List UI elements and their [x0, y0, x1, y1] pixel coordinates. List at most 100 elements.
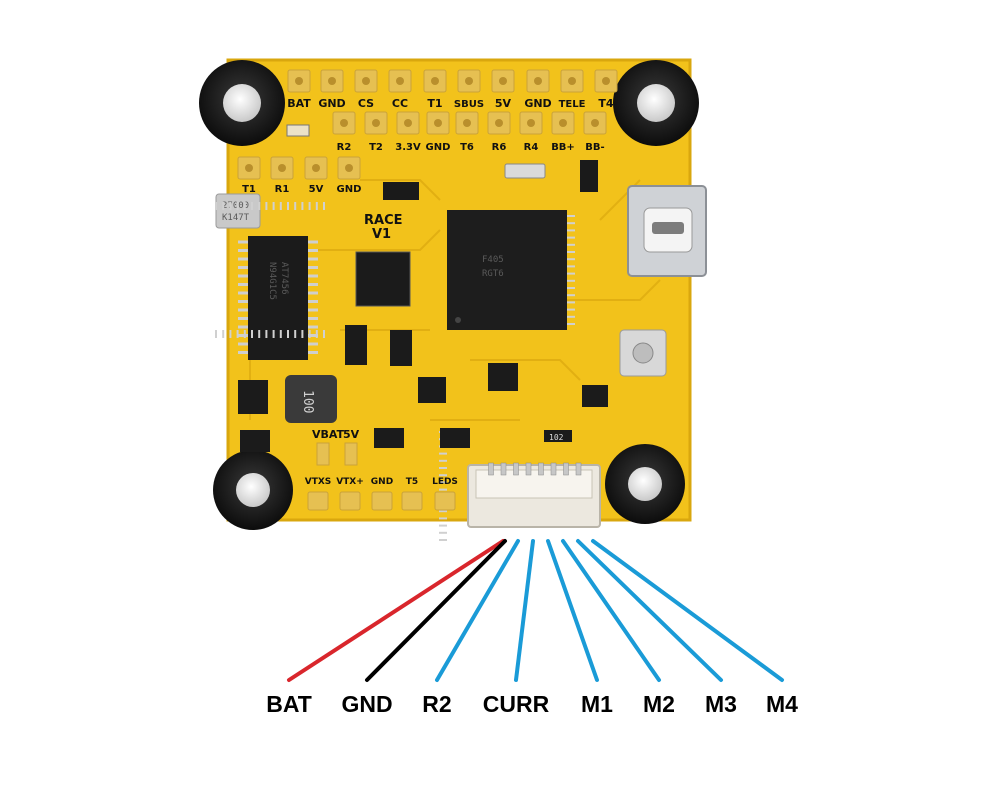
pin-label-curr: CURR [483, 691, 550, 717]
smd-resistor-102: 102 [544, 430, 572, 442]
diode-pack [580, 160, 598, 192]
transistor-2 [374, 428, 404, 448]
power-5v-label: 5V [343, 428, 360, 441]
second-pad-hole [463, 119, 471, 127]
connector-pin [538, 462, 544, 476]
top-pad-label: BAT [287, 97, 311, 110]
wire-m1 [546, 539, 599, 682]
connector-pin [513, 462, 519, 476]
mcu-chip: F405 RGT6 [215, 202, 575, 541]
uart1-pad-label: T1 [242, 184, 256, 195]
crystal-oscillator: 27000 K147T [215, 193, 261, 229]
transistor-1 [582, 385, 608, 407]
vtx-pad [434, 491, 456, 511]
second-pad-label: 3.3V [395, 142, 421, 153]
osd-marking-2: N94G1C5 [267, 262, 277, 300]
top-pad-hole [396, 77, 404, 85]
wire-curr [514, 539, 535, 682]
top-pad-hole [362, 77, 370, 85]
second-pad-label: GND [426, 142, 451, 153]
second-pad-hole [559, 119, 567, 127]
connector-pin [563, 462, 569, 476]
mount-hole-bottom-right [605, 444, 685, 524]
top-pad-hole [328, 77, 336, 85]
buck-chip [238, 380, 268, 414]
power-5v-pad [344, 442, 358, 466]
top-pad-hole [602, 77, 610, 85]
top-pad-hole [295, 77, 303, 85]
second-pad-label: BB- [585, 142, 604, 153]
mcu-marking-2: RGT6 [482, 269, 504, 279]
top-pad-row [287, 69, 618, 93]
top-pad-hole [499, 77, 507, 85]
power-inductor: 100 [285, 375, 337, 423]
wire-m4 [591, 539, 784, 682]
pin-label-bat: BAT [266, 691, 312, 717]
connector-pin [525, 462, 532, 476]
mount-hole-bottom-left [213, 450, 293, 530]
uart1-pad-hole [345, 164, 353, 172]
pin-label-m1: M1 [581, 691, 613, 717]
vtx-pad-row [307, 491, 456, 511]
connector-pin [488, 462, 494, 476]
osd-chip: AT7456 N94G1C5 [238, 236, 318, 360]
vtx-pad-label: VTX+ [336, 477, 364, 487]
smd-crystal-small [504, 163, 546, 179]
smd-resistor [286, 124, 310, 137]
board-name-line2: V1 [372, 227, 391, 242]
top-pad-hole [534, 77, 542, 85]
vtx-pad [307, 491, 329, 511]
osd-marking-1: AT7456 [279, 262, 289, 295]
second-pad-hole [591, 119, 599, 127]
mosfet-1 [345, 325, 367, 365]
second-pad-hole [404, 119, 412, 127]
second-pad-hole [340, 119, 348, 127]
esc-connector [467, 462, 601, 528]
top-pad-label: CC [392, 97, 408, 110]
vtx-pad-label: GND [371, 477, 393, 487]
second-pad-hole [527, 119, 535, 127]
ldo-regulator [383, 182, 419, 200]
mount-hole-top-left [199, 60, 285, 146]
pin-label-m3: M3 [705, 691, 737, 717]
top-pad-label: T1 [427, 97, 442, 110]
crystal-marking-1: 27000 [222, 201, 249, 211]
top-pad-label: T4 [598, 97, 614, 110]
vtx-pad-label: LEDS [432, 477, 458, 487]
gyro-chip [355, 251, 411, 307]
vtx-pad [401, 491, 423, 511]
connector-pin [550, 462, 557, 476]
mcu-marking-1: F405 [482, 255, 504, 265]
uart1-pad-hole [278, 164, 286, 172]
pin-label-m2: M2 [643, 691, 675, 717]
uart1-pad-hole [312, 164, 320, 172]
top-pad-label: 5V [495, 97, 512, 110]
second-pad-label: R6 [492, 142, 507, 153]
second-pad-label: R2 [337, 142, 352, 153]
board-name-line1: RACE [364, 213, 403, 228]
tvs-diode [240, 430, 270, 452]
vbat-label: VBAT [312, 428, 345, 441]
vtx-pad-label: VTXS [305, 477, 332, 487]
second-pad-label: BB+ [551, 142, 575, 153]
top-pad-label: CS [358, 97, 374, 110]
top-pad-label: SBUS [454, 99, 484, 110]
uart1-pad-hole [245, 164, 253, 172]
vtx-pad [371, 491, 393, 511]
connector-pin [575, 462, 582, 476]
transistor-3 [440, 428, 470, 448]
top-pad-hole [465, 77, 473, 85]
top-pad-label: GND [524, 97, 551, 110]
resistor-marking: 102 [549, 433, 564, 442]
connector-pin [500, 462, 507, 476]
uart1-pad-row [237, 156, 361, 180]
pin-label-r2: R2 [422, 691, 451, 717]
second-pad-label: T6 [460, 142, 474, 153]
second-pad-label: T2 [369, 142, 383, 153]
